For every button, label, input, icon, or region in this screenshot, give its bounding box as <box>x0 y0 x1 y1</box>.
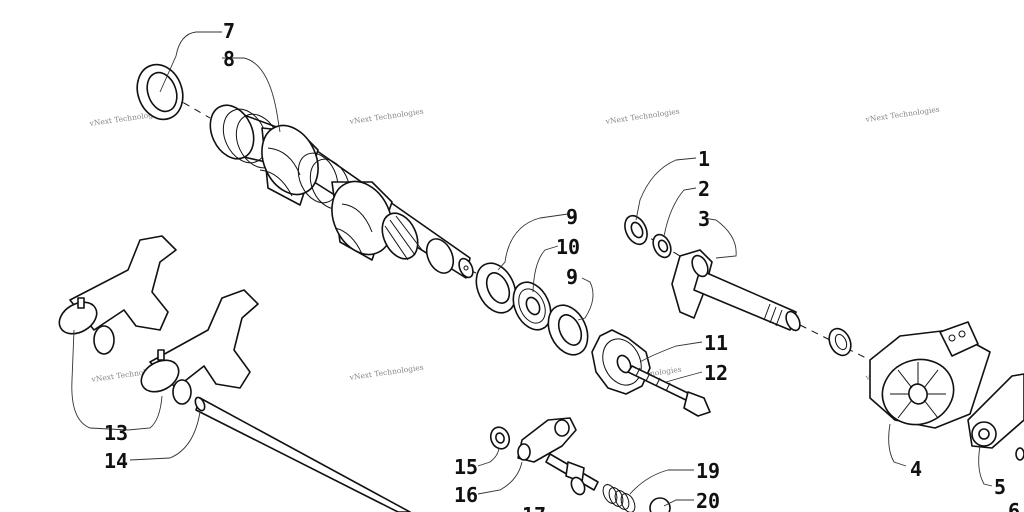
part-bolt-12 <box>627 365 711 417</box>
watermark: vNext Technologies <box>864 105 940 124</box>
part-sensor-4 <box>869 321 991 429</box>
callout-13: 13 <box>104 421 128 445</box>
part-lock-washer-10 <box>512 281 552 331</box>
callout-17: 17 <box>522 503 546 512</box>
callout-19: 19 <box>696 459 720 483</box>
callout-3: 3 <box>698 207 710 231</box>
callout-4: 4 <box>910 457 922 481</box>
callout-9-upper: 9 <box>566 205 578 229</box>
callout-1: 1 <box>698 147 710 171</box>
callout-14: 14 <box>104 449 128 473</box>
callouts: 7 8 9 10 9 1 2 3 11 12 4 5 6 13 14 15 16… <box>104 19 1020 512</box>
callout-5: 5 <box>994 475 1006 499</box>
part-fork-rod-14 <box>194 396 411 512</box>
part-shift-shaft-3 <box>671 249 801 332</box>
leader-lines <box>71 31 993 507</box>
part-shift-fork-13b <box>140 289 259 405</box>
watermark: vNext Technologies <box>348 107 424 126</box>
part-shift-drum-8 <box>209 104 474 279</box>
part-washer-1 <box>624 214 648 246</box>
part-washer-15 <box>489 426 511 450</box>
part-seal <box>828 327 852 357</box>
part-washer-2 <box>652 233 672 259</box>
callout-16: 16 <box>454 483 478 507</box>
callout-15: 15 <box>454 455 478 479</box>
callout-2: 2 <box>698 177 710 201</box>
part-stopper-arm-16 <box>517 417 577 463</box>
part-spring-19 <box>602 484 636 512</box>
part-bolt-17 <box>545 453 599 496</box>
callout-11: 11 <box>704 331 728 355</box>
callout-20: 20 <box>696 489 720 512</box>
part-ring-20 <box>649 497 671 512</box>
callout-8: 8 <box>223 47 235 71</box>
part-washer-9a <box>475 262 517 314</box>
callout-12: 12 <box>704 361 728 385</box>
part-lever-5 <box>967 373 1024 461</box>
callout-7: 7 <box>223 19 235 43</box>
callout-10: 10 <box>556 235 580 259</box>
watermark: vNext Technologies <box>604 107 680 126</box>
callout-6: 6 <box>1008 499 1020 512</box>
part-shift-fork-13a <box>58 235 177 355</box>
part-washer-9b <box>547 304 589 356</box>
watermark: vNext Technologies <box>348 363 424 382</box>
part-star-cam-11 <box>591 329 651 395</box>
callout-9-lower: 9 <box>566 265 578 289</box>
